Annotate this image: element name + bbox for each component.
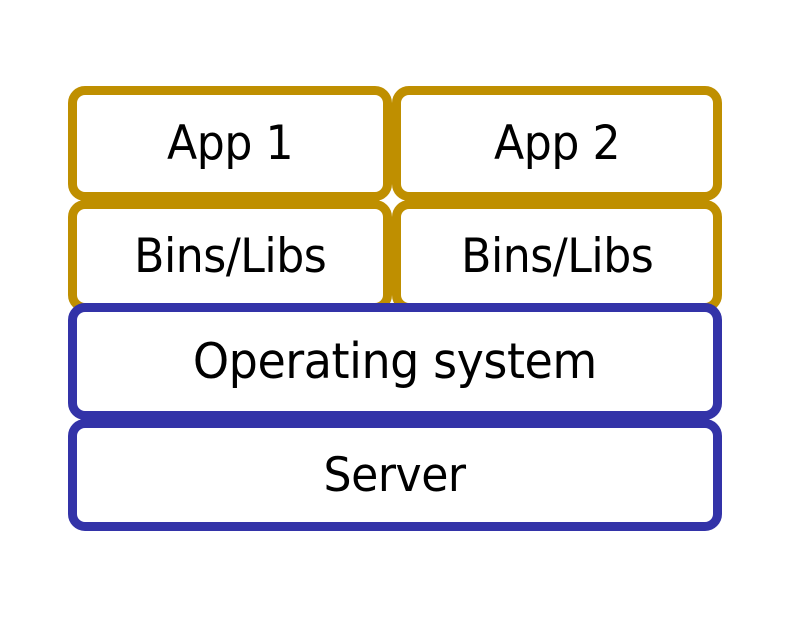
box-app-1[interactable]: App 1 [68, 86, 392, 201]
box-binslibs-1-label: Bins/Libs [133, 228, 327, 284]
box-binslibs-2-label: Bins/Libs [460, 228, 654, 284]
box-app-1-label: App 1 [166, 116, 294, 171]
box-server[interactable]: Server [68, 419, 722, 531]
box-binslibs-1[interactable]: Bins/Libs [68, 200, 392, 312]
box-operating-system-label: Operating system [193, 333, 597, 390]
box-app-2[interactable]: App 2 [392, 86, 722, 201]
box-app-2-label: App 2 [493, 116, 621, 171]
box-binslibs-2[interactable]: Bins/Libs [392, 200, 722, 312]
box-server-label: Server [323, 447, 467, 503]
box-operating-system[interactable]: Operating system [68, 303, 722, 420]
